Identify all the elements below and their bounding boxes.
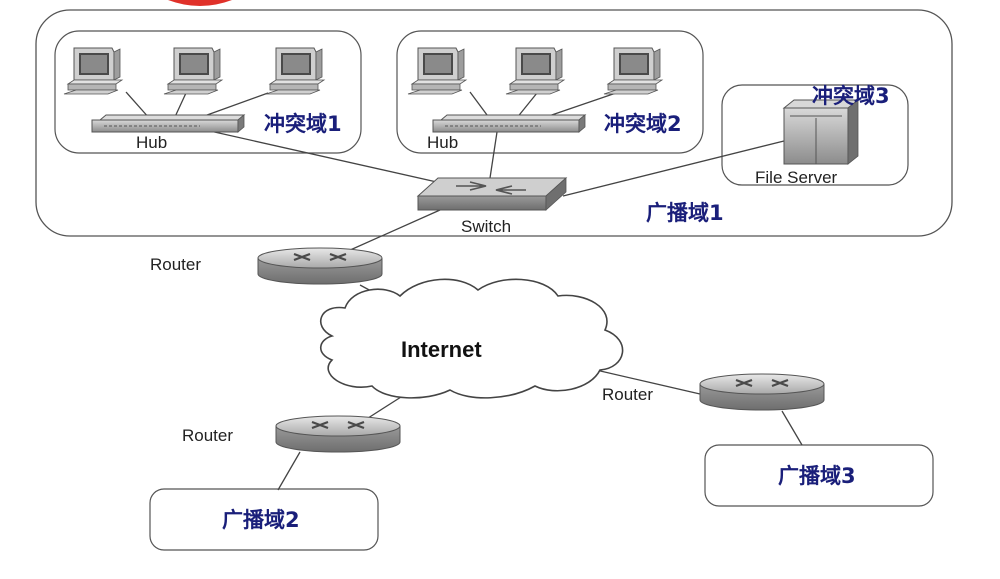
- router-icon: [256, 246, 384, 286]
- broadcast-domain-2-boundary: [149, 488, 379, 551]
- computer-icon: [163, 47, 223, 95]
- computer-icon: [603, 47, 663, 95]
- broadcast-domain-2-label: 广播域2: [222, 508, 300, 532]
- collision-domain-2-label: 冲突域2: [604, 112, 682, 136]
- router-icon: [698, 372, 826, 412]
- collision-domain-1-label: 冲突域1: [264, 112, 342, 136]
- file-server-label: File Server: [755, 168, 838, 187]
- collision-domain-2-boundary: [396, 30, 704, 154]
- hub-2-label: Hub: [427, 133, 458, 152]
- router-left-label: Router: [182, 426, 233, 445]
- computer-icon: [265, 47, 325, 95]
- internet-label: Internet: [401, 337, 482, 362]
- collision-domain-3-label: 冲突域3: [812, 84, 890, 108]
- computer-icon: [407, 47, 467, 95]
- collision-domain-1-boundary: [54, 30, 362, 154]
- file-server-icon: [782, 99, 860, 165]
- broadcast-domain-1-label: 广播域1: [646, 201, 724, 225]
- switch-icon: [416, 177, 568, 211]
- internet-cloud-icon: [319, 278, 624, 399]
- hub-icon: [432, 114, 587, 133]
- router-icon: [274, 414, 402, 454]
- collision-domain-3-boundary: [721, 84, 909, 186]
- switch-label: Switch: [461, 217, 511, 236]
- hub-1-label: Hub: [136, 133, 167, 152]
- router-right-label: Router: [602, 385, 653, 404]
- router-top-label: Router: [150, 255, 201, 274]
- hub-icon: [91, 114, 246, 133]
- top-accent-shape: [168, 0, 232, 6]
- broadcast-domain-3-label: 广播域3: [778, 464, 856, 488]
- broadcast-domain-3-boundary: [704, 444, 934, 507]
- broadcast-domain-1-boundary: [35, 9, 953, 237]
- computer-icon: [63, 47, 123, 95]
- computer-icon: [505, 47, 565, 95]
